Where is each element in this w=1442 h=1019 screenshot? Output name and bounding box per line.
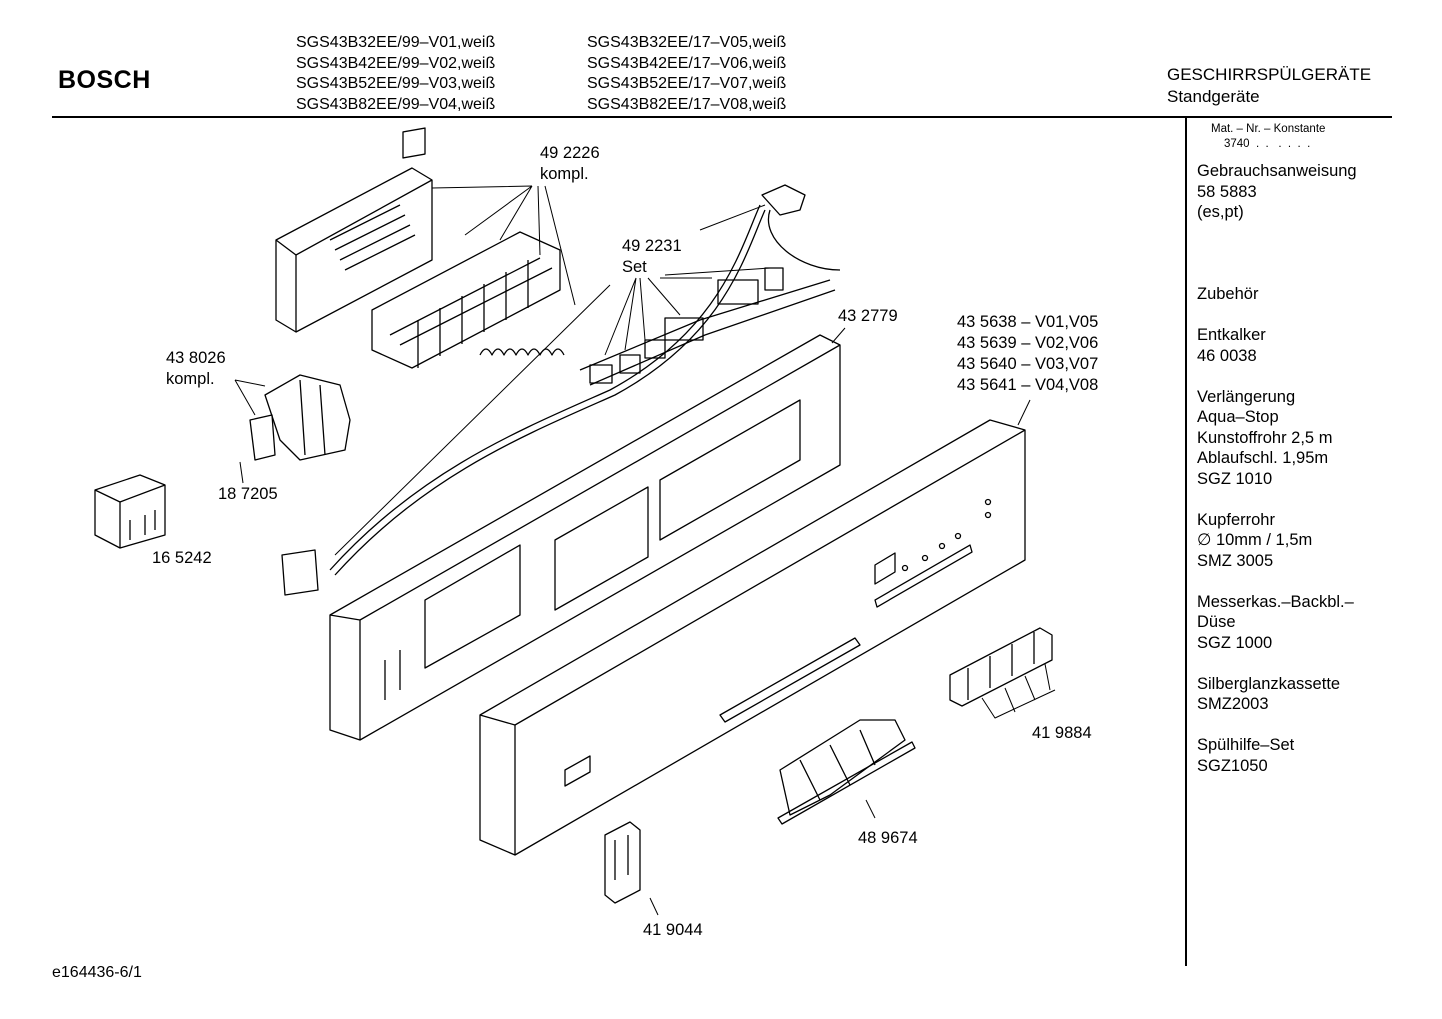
sidebar-group-silver-cassette: Silberglanzkassette SMZ2003 [1197, 674, 1357, 715]
model-item: SGS43B32EE/17–V05,weiß [587, 34, 787, 51]
model-item: SGS43B52EE/99–V03,weiß [296, 75, 496, 92]
sidebar-group-copper-pipe: Kupferrohr ∅ 10mm / 1,5m SMZ 3005 [1197, 510, 1357, 572]
sidebar-line: Verlängerung [1197, 387, 1296, 406]
electronic-module-drawing [275, 127, 565, 369]
sidebar-group-nozzle: Messerkas.–Backbl.– Düse SGZ 1000 [1197, 592, 1357, 654]
brand-logo: BOSCH [58, 66, 151, 94]
door-handle-drawing [777, 719, 916, 825]
part-number: 43 5640 – V03,V07 [957, 355, 1099, 373]
sidebar-group-rinse-aid: Spülhilfe–Set SGZ1050 [1197, 735, 1357, 776]
sidebar-group-accessories: Zubehör [1197, 284, 1357, 305]
sidebar-line: (es,pt) [1197, 203, 1244, 221]
sidebar-line: Zubehör [1197, 285, 1259, 303]
category-subtitle: Standgeräte [1167, 87, 1260, 106]
sidebar-group-manual: Gebrauchsanweisung 58 5883 (es,pt) [1197, 161, 1357, 223]
leader-lines [234, 185, 1056, 916]
header-divider [52, 116, 1392, 118]
document-code: e164436-6/1 [52, 964, 142, 981]
part-label-492231: 49 2231 Set [622, 236, 682, 278]
sidebar-line: Aqua–Stop [1197, 408, 1279, 426]
model-item: SGS43B82EE/99–V04,weiß [296, 95, 496, 113]
mounting-frame-drawing [329, 334, 841, 741]
sidebar-divider [1185, 118, 1187, 966]
part-note: kompl. [166, 370, 215, 388]
material-number-value: 3740 . . . . . . [1224, 138, 1311, 150]
sidebar-group-descaler: Entkalker 46 0038 [1197, 325, 1357, 366]
sidebar-line: SGZ1050 [1197, 756, 1268, 775]
sidebar-line: SMZ2003 [1197, 695, 1269, 713]
latch-drawing [604, 821, 641, 904]
sidebar-group-extension: Verlängerung Aqua–Stop Kunstoffrohr 2,5 … [1197, 387, 1357, 490]
part-label-165242: 16 5242 [152, 549, 212, 567]
sidebar-line: Entkalker [1197, 326, 1266, 344]
part-number: 43 8026 [166, 349, 226, 367]
sidebar-line: Gebrauchsanweisung [1197, 162, 1357, 180]
sidebar-line: Spülhilfe–Set [1197, 736, 1295, 754]
part-number: 43 5641 – V04,V08 [957, 376, 1099, 394]
material-number-info: Mat. – Nr. – Konstante 3740 . . . . . . [1211, 122, 1325, 152]
part-number: 43 5639 – V02,V06 [957, 334, 1099, 352]
sidebar-line: Silberglanzkassette [1197, 674, 1341, 693]
part-label-435638-group: 43 5638 – V01,V05 43 5639 – V02,V06 43 5… [957, 312, 1098, 396]
part-number: 49 2231 [622, 237, 682, 255]
sidebar-line: Kupferrohr [1197, 510, 1275, 529]
part-note: kompl. [540, 165, 589, 183]
part-number: 43 5638 – V01,V05 [957, 313, 1099, 331]
sidebar-line: 58 5883 [1197, 182, 1257, 201]
part-label-419884: 41 9884 [1032, 724, 1092, 742]
sidebar-line: ∅ 10mm / 1,5m [1197, 531, 1313, 549]
sidebar-line: SGZ 1000 [1197, 633, 1273, 652]
model-item: SGS43B42EE/17–V06,weiß [587, 54, 787, 72]
sidebar-line: Kunstoffrohr 2,5 m [1197, 428, 1333, 447]
relay-drawing [94, 474, 166, 549]
category-title: GESCHIRRSPÜLGERÄTE [1167, 65, 1372, 84]
part-label-492226: 49 2226 kompl. [540, 143, 600, 185]
front-panel-drawing [479, 419, 1026, 856]
sidebar-line: SGZ 1010 [1197, 469, 1273, 488]
model-item: SGS43B52EE/17–V07,weiß [587, 75, 787, 92]
material-number-label: Mat. – Nr. – Konstante [1211, 123, 1326, 135]
part-label-432779: 43 2779 [838, 307, 898, 325]
sidebar-line: 46 0038 [1197, 346, 1257, 365]
sidebar-line: Messerkas.–Backbl.– [1197, 592, 1354, 611]
button-set-drawing [949, 627, 1053, 707]
part-label-419044: 41 9044 [643, 921, 703, 939]
cable-harness-drawing [281, 184, 841, 596]
part-number: 49 2226 [540, 144, 600, 162]
model-item: SGS43B32EE/99–V01,weiß [296, 34, 496, 51]
sidebar-line: Düse [1197, 613, 1236, 631]
part-label-187205: 18 7205 [218, 485, 278, 503]
model-list-right: SGS43B32EE/17–V05,weiß SGS43B42EE/17–V06… [587, 33, 786, 115]
category-block: GESCHIRRSPÜLGERÄTE Standgeräte [1167, 64, 1371, 108]
part-label-489674: 48 9674 [858, 829, 918, 847]
model-list-left: SGS43B32EE/99–V01,weiß SGS43B42EE/99–V02… [296, 33, 495, 115]
part-label-438026: 43 8026 kompl. [166, 348, 226, 390]
accessories-list: Gebrauchsanweisung 58 5883 (es,pt) Zubeh… [1197, 161, 1357, 797]
exploded-parts-drawing [94, 127, 1056, 916]
sidebar-line: Ablaufschl. 1,95m [1197, 449, 1329, 467]
model-item: SGS43B42EE/99–V02,weiß [296, 54, 496, 72]
sidebar-line: SMZ 3005 [1197, 551, 1274, 570]
part-note: Set [622, 258, 647, 276]
model-item: SGS43B82EE/17–V08,weiß [587, 95, 787, 113]
switch-assembly-drawing [249, 374, 351, 461]
